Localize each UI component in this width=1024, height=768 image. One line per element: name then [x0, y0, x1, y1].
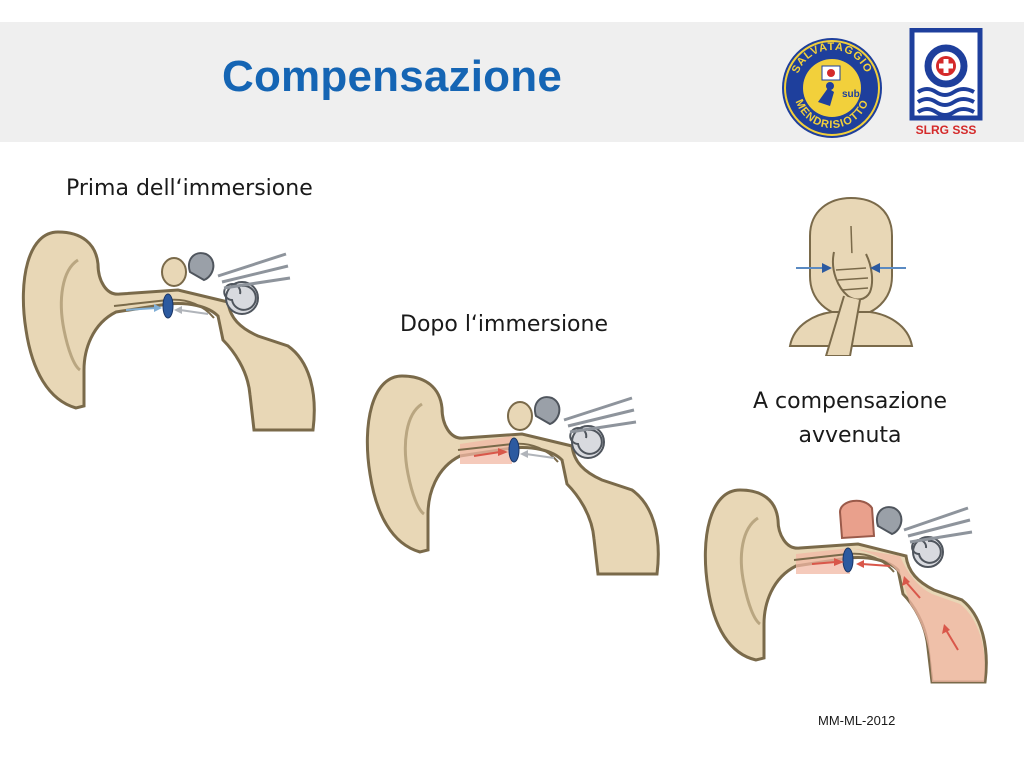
footer-credit: MM-ML-2012: [818, 713, 896, 728]
caption-before-dive: Prima dell‘immersione: [66, 176, 313, 201]
salvataggio-sub-text: sub: [842, 89, 860, 100]
valsalva-face-illustration: [788, 196, 914, 356]
slrg-text: SLRG SSS: [916, 123, 977, 137]
ear-diagram-before: [21, 230, 316, 432]
slrg-logo: SLRG SSS: [909, 28, 983, 137]
slide-title: Compensazione: [222, 52, 562, 101]
caption-after-dive: Dopo l‘immersione: [400, 312, 608, 337]
ear-diagram-equalized: [703, 488, 988, 684]
ear-diagram-after: [365, 374, 660, 576]
salvataggio-logo: SALVATAGGIO MENDRISIOTTO sub: [782, 38, 882, 138]
caption-equalized: A compensazione avvenuta: [752, 389, 947, 448]
